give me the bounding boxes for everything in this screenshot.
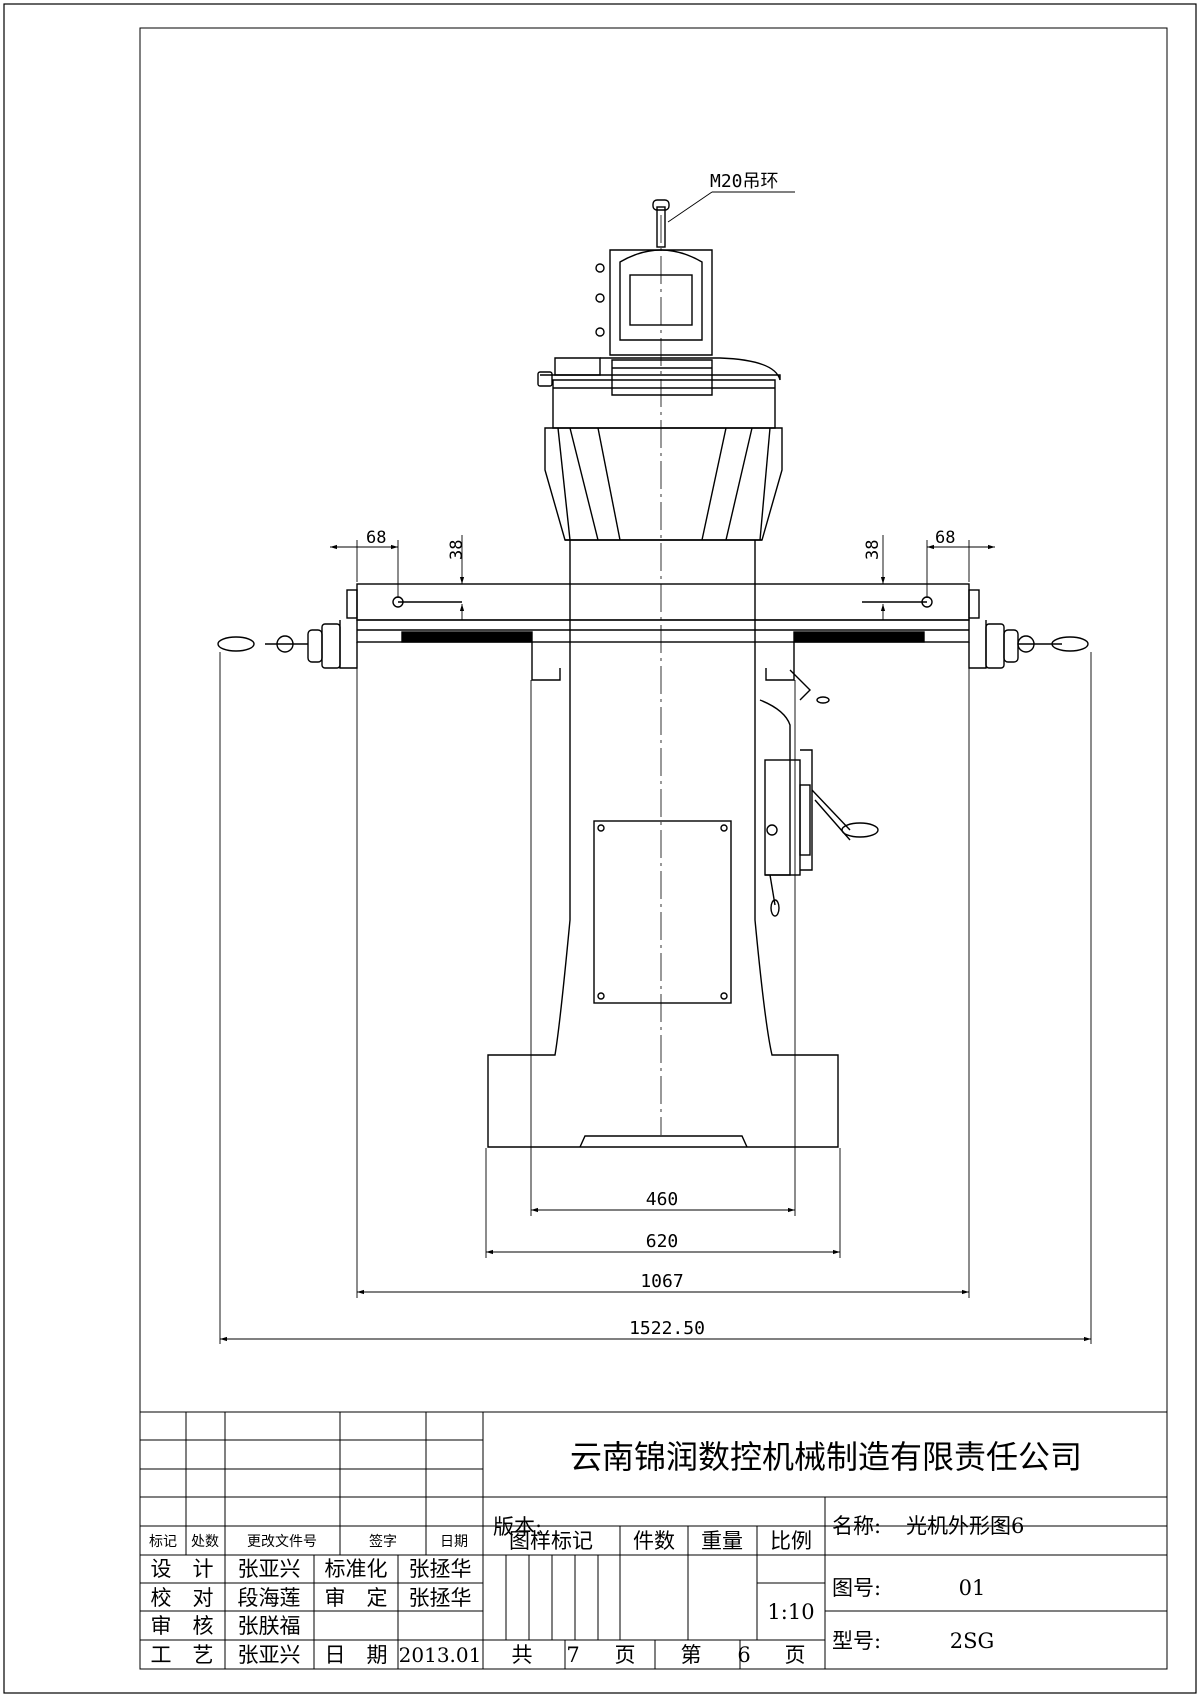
pages-current-label: 第 <box>681 1643 702 1667</box>
role-standardize: 标准化 <box>325 1557 388 1581</box>
name-check: 段海莲 <box>238 1586 301 1610</box>
work-table <box>217 583 1089 681</box>
drawing-no-value: 01 <box>959 1576 986 1600</box>
callout-lifting-eye: M20吊环 <box>710 171 779 192</box>
role-review: 审 核 <box>151 1614 214 1638</box>
dim-right-38: 38 <box>863 540 883 560</box>
version-label: 版本: <box>493 1515 542 1539</box>
scale-value: 1:10 <box>767 1600 814 1624</box>
header-weight: 重量 <box>701 1529 743 1553</box>
model-value: 2SG <box>950 1629 995 1653</box>
rev-header-date: 日期 <box>440 1534 468 1550</box>
rev-header-mark: 标记 <box>149 1534 177 1550</box>
dim-table-length: 1067 <box>640 1271 683 1292</box>
company-name: 云南锦润数控机械制造有限责任公司 <box>570 1438 1082 1476</box>
dim-left-38: 38 <box>447 540 467 560</box>
name-process: 张亚兴 <box>238 1643 301 1667</box>
role-process: 工 艺 <box>151 1643 214 1667</box>
header-quantity: 件数 <box>633 1529 675 1553</box>
role-date: 日 期 <box>325 1643 388 1667</box>
value-date: 2013.01 <box>399 1643 482 1667</box>
name-label: 名称: <box>832 1514 881 1538</box>
drawing-no-label: 图号: <box>832 1576 881 1600</box>
name-design: 张亚兴 <box>238 1557 301 1581</box>
column <box>487 540 839 1148</box>
name-review: 张朕福 <box>238 1614 301 1638</box>
name-approve: 张拯华 <box>409 1586 472 1610</box>
inner-frame <box>139 27 1168 1670</box>
name-standardize: 张拯华 <box>409 1557 472 1581</box>
dim-overall: 1522.50 <box>629 1318 705 1339</box>
dim-left-68: 68 <box>366 528 386 548</box>
rev-header-count: 处数 <box>191 1534 219 1550</box>
dim-right-68: 68 <box>935 528 955 548</box>
ram <box>544 427 783 541</box>
machine-drawing <box>217 199 1089 1148</box>
role-check: 校 对 <box>151 1586 214 1610</box>
access-panel <box>593 820 732 1004</box>
dimensions <box>219 191 1092 1344</box>
head-assembly <box>537 199 781 429</box>
rev-header-sign: 签字 <box>369 1533 397 1550</box>
role-approve: 审 定 <box>325 1586 388 1610</box>
rev-header-docno: 更改文件号 <box>247 1534 317 1550</box>
pages-current: 6 <box>737 1643 750 1667</box>
pages-total: 7 <box>566 1643 579 1667</box>
dim-base-inner: 460 <box>646 1189 679 1210</box>
title-block <box>139 1411 1168 1670</box>
pages-total-label: 共 <box>512 1643 533 1667</box>
header-drawing-mark: 图样标记 <box>509 1529 593 1553</box>
model-label: 型号: <box>832 1629 881 1653</box>
knee-mechanism <box>759 669 879 917</box>
name-value: 光机外形图6 <box>906 1514 1024 1538</box>
pages-total-unit: 页 <box>615 1643 636 1667</box>
role-design: 设 计 <box>151 1557 214 1581</box>
outer-border <box>3 3 1197 1694</box>
header-scale: 比例 <box>770 1529 812 1553</box>
pages-current-unit: 页 <box>785 1643 806 1667</box>
dim-base-outer: 620 <box>646 1231 679 1252</box>
